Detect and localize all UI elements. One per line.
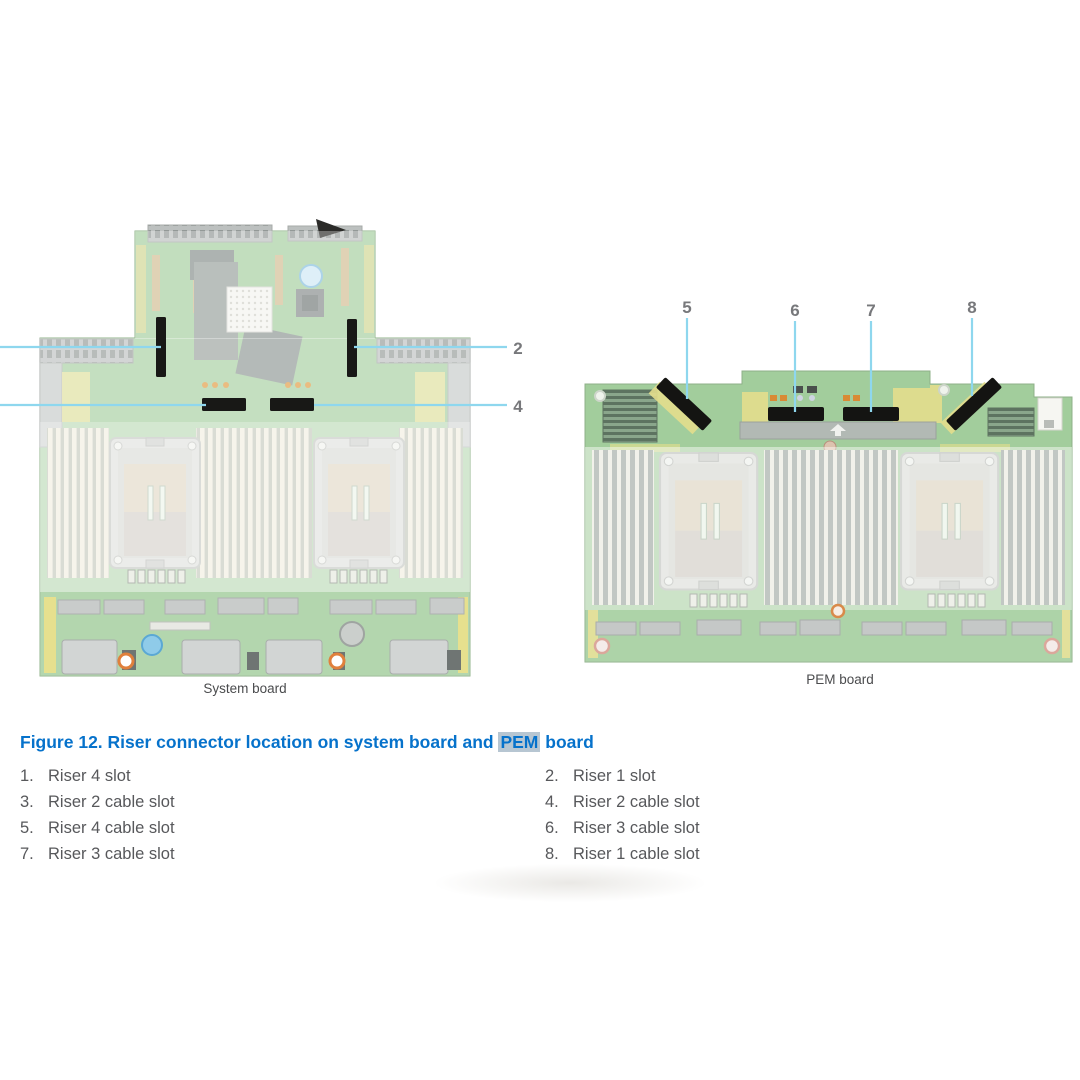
legend-item-2: 2. Riser 1 slot xyxy=(545,763,700,789)
legend-item-4: 4. Riser 2 cable slot xyxy=(545,789,700,815)
legend-item-text: Riser 2 cable slot xyxy=(573,793,700,811)
legend-column-left: 1. Riser 4 slot 3. Riser 2 cable slot 5. Ri… xyxy=(20,763,175,867)
legend-item-text: Riser 3 cable slot xyxy=(573,819,700,837)
callout-5: 5 xyxy=(682,298,692,317)
riser-4-cable-slot-marker xyxy=(656,377,712,431)
legend-item-number: 8. xyxy=(545,845,559,863)
legend-item-5: 5. Riser 4 cable slot xyxy=(20,815,175,841)
pem-board-label: PEM board xyxy=(806,672,874,687)
dimm-slots xyxy=(592,450,654,605)
caption-text-after: board xyxy=(540,732,594,752)
legend-item-text: Riser 2 cable slot xyxy=(48,793,175,811)
legend-item-number: 7. xyxy=(20,845,34,863)
legend-item-text: Riser 1 cable slot xyxy=(573,845,700,863)
page-shadow-artifact xyxy=(436,864,704,902)
legend-item-8: 8. Riser 1 cable slot xyxy=(545,841,700,867)
callout-8: 8 xyxy=(967,298,977,317)
legend-item-number: 1. xyxy=(20,767,34,785)
pem-board-illustration xyxy=(584,370,1073,663)
legend-item-number: 6. xyxy=(545,819,559,837)
legend-item-number: 4. xyxy=(545,793,559,811)
system-board-illustration xyxy=(39,219,471,677)
legend-column-right: 2. Riser 1 slot 4. Riser 2 cable slot 6. Ri… xyxy=(545,763,700,867)
caption-text-before: Figure 12. Riser connector location on s… xyxy=(20,732,499,752)
riser-1-slot-marker xyxy=(347,319,357,377)
riser-3-cable-slot-marker-left xyxy=(768,407,824,421)
legend-item-3: 3. Riser 2 cable slot xyxy=(20,789,175,815)
callout-6: 6 xyxy=(790,301,800,320)
legend-item-number: 2. xyxy=(545,767,559,785)
callout-4: 4 xyxy=(513,397,523,416)
legend-item-1: 1. Riser 4 slot xyxy=(20,763,175,789)
caption-highlight-pem: PEM xyxy=(498,732,541,752)
legend-item-number: 5. xyxy=(20,819,34,837)
legend-item-text: Riser 1 slot xyxy=(573,767,656,785)
legend-item-6: 6. Riser 3 cable slot xyxy=(545,815,700,841)
legend-item-text: Riser 4 cable slot xyxy=(48,819,175,837)
system-board-label: System board xyxy=(203,681,287,696)
riser-3-cable-slot-marker-right xyxy=(843,407,899,421)
dimm-slots xyxy=(764,450,898,605)
callout-7: 7 xyxy=(866,301,876,320)
legend-item-text: Riser 4 slot xyxy=(48,767,131,785)
figure-caption: Figure 12. Riser connector location on s… xyxy=(20,732,594,753)
callout-2: 2 xyxy=(513,339,523,358)
legend-item-7: 7. Riser 3 cable slot xyxy=(20,841,175,867)
callout-leader-lines xyxy=(0,318,974,412)
riser-2-cable-slot-marker-left xyxy=(202,398,246,411)
legend-item-text: Riser 3 cable slot xyxy=(48,845,175,863)
riser-2-cable-slot-marker-right xyxy=(270,398,314,411)
dimm-slots xyxy=(1001,450,1065,605)
legend-item-number: 3. xyxy=(20,793,34,811)
riser-1-cable-slot-marker xyxy=(946,377,1002,431)
